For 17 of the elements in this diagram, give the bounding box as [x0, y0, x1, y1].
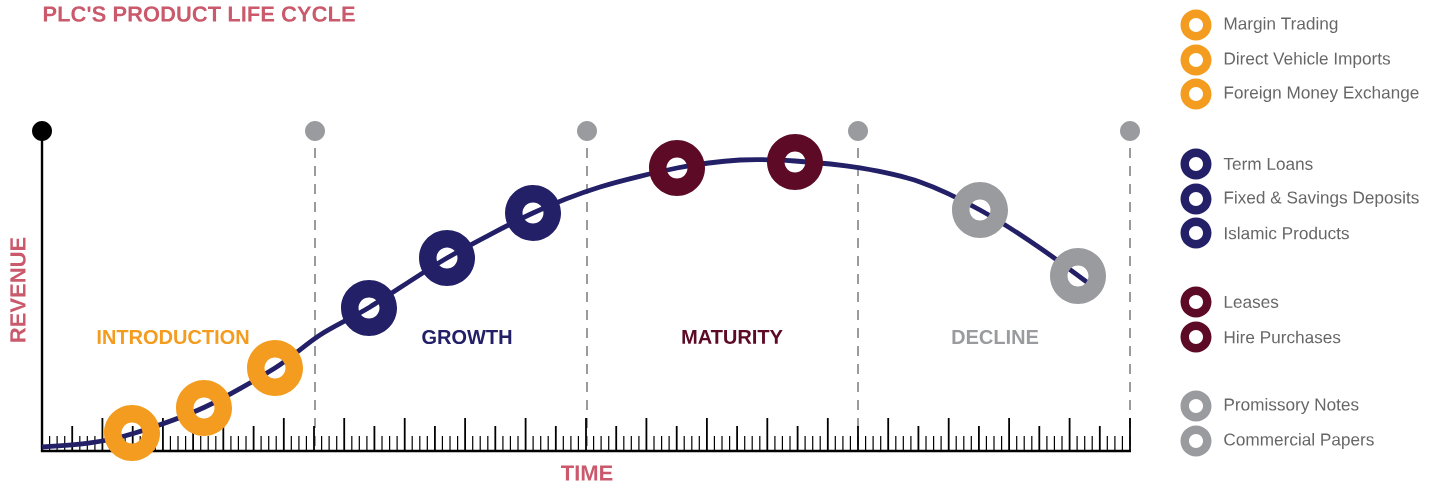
- stage-label: DECLINE: [952, 329, 1039, 345]
- stage-label: GROWTH: [422, 329, 512, 345]
- legend-text: Promissory Notes: [1224, 398, 1359, 414]
- legend-text: Foreign Money Exchange: [1224, 86, 1419, 102]
- legend-text: Islamic Products: [1225, 226, 1349, 240]
- legend-text: Fixed & Savings Deposits: [1224, 191, 1419, 207]
- legend-text: Leases: [1224, 296, 1279, 308]
- legend-text: Direct Vehicle Imports: [1224, 52, 1390, 68]
- legend-text: Commercial Papers: [1224, 433, 1374, 449]
- axis-label: REVENUE: [10, 237, 26, 342]
- legend-text: Term Loans: [1223, 158, 1313, 170]
- axis-label: TIME: [561, 465, 613, 481]
- stage-label: INTRODUCTION: [97, 329, 249, 345]
- stage-label: MATURITY: [682, 330, 783, 344]
- legend-text: Margin Trading: [1224, 17, 1338, 33]
- title: PLC'S PRODUCT LIFE CYCLE: [43, 6, 355, 22]
- legend-text: Hire Purchases: [1224, 330, 1341, 344]
